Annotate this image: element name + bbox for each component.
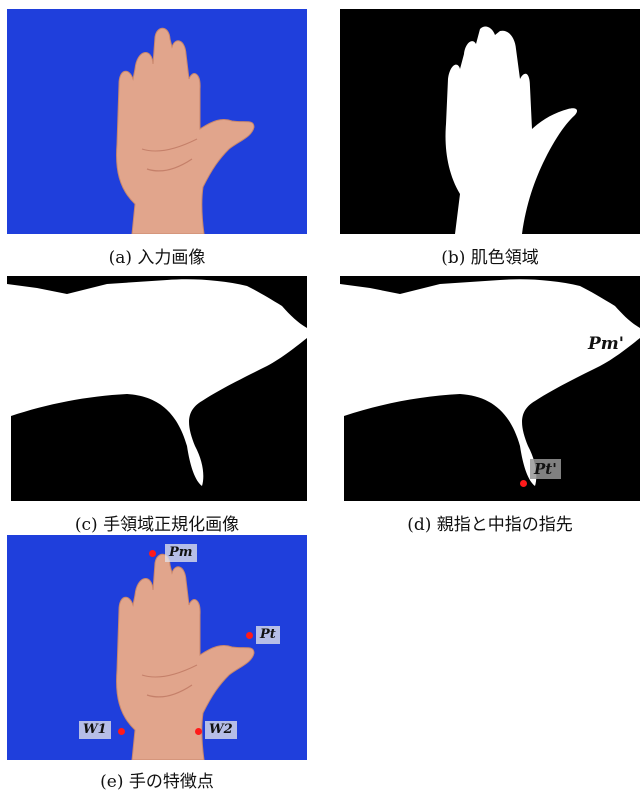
- caption-c: (c) 手領域正規化画像: [7, 514, 307, 536]
- pt-marker: [246, 632, 253, 639]
- pm-marker: [149, 550, 156, 557]
- panel-input-image: [7, 9, 307, 234]
- thumb-tip-marker: [520, 480, 527, 487]
- panel-normalized-hand: [7, 276, 307, 501]
- input-image: [7, 9, 307, 234]
- w1-marker: [118, 728, 125, 735]
- skin-mask: [340, 9, 640, 234]
- label-pm-prime: Pm': [588, 334, 624, 354]
- fingertip-mask: [340, 276, 640, 501]
- label-w1: W1: [79, 721, 111, 739]
- normalized-mask: [7, 276, 307, 501]
- label-pm: Pm: [165, 544, 197, 562]
- w2-marker: [195, 728, 202, 735]
- panel-skin-region: [340, 9, 640, 234]
- panel-feature-points: Pm Pt W1 W2: [7, 535, 307, 760]
- caption-a: (a) 入力画像: [7, 247, 307, 269]
- label-pt-prime: Pt': [530, 459, 561, 479]
- label-w2: W2: [205, 721, 237, 739]
- feature-image: [7, 535, 307, 760]
- panel-fingertips: Pm' Pt': [340, 276, 640, 501]
- label-pt: Pt: [256, 626, 280, 644]
- caption-e: (e) 手の特徴点: [7, 771, 307, 793]
- caption-b: (b) 肌色領域: [340, 247, 640, 269]
- caption-d: (d) 親指と中指の指先: [340, 514, 640, 536]
